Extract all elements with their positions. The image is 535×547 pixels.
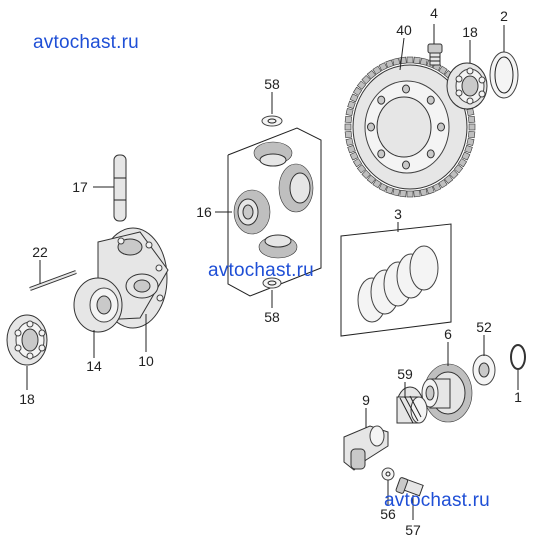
shim-pack bbox=[340, 223, 452, 337]
callout-3: 3 bbox=[394, 206, 402, 222]
callout-59: 59 bbox=[397, 366, 413, 382]
needle-bearing bbox=[396, 386, 428, 424]
driven-gear bbox=[421, 363, 473, 423]
callout-14: 14 bbox=[86, 358, 102, 374]
callout-16: 16 bbox=[196, 204, 212, 220]
leader-lines bbox=[26, 24, 519, 520]
callout-22: 22 bbox=[32, 244, 48, 260]
snap-ring bbox=[510, 344, 526, 370]
callout-57: 57 bbox=[405, 522, 421, 538]
bearing-top bbox=[446, 62, 488, 110]
callout-10: 10 bbox=[138, 353, 154, 369]
watermark-middle: avtochast.ru bbox=[208, 260, 314, 281]
callout-58-bottom: 58 bbox=[264, 309, 280, 325]
callout-labels: 4 2 40 18 58 17 16 3 22 58 14 10 18 6 52… bbox=[19, 5, 522, 538]
callout-52: 52 bbox=[476, 319, 492, 335]
callout-9: 9 bbox=[362, 392, 370, 408]
bearing-bottom bbox=[6, 314, 48, 366]
watermark-bottom: avtochast.ru bbox=[384, 490, 490, 511]
callout-40: 40 bbox=[396, 22, 412, 38]
pinion-shaft bbox=[113, 154, 127, 222]
callout-17: 17 bbox=[72, 179, 88, 195]
bolt-part bbox=[427, 43, 443, 66]
callout-56: 56 bbox=[380, 506, 396, 522]
thrust-washer bbox=[472, 354, 496, 386]
watermark-top: avtochast.ru bbox=[33, 32, 139, 53]
callout-18-bottom: 18 bbox=[19, 391, 35, 407]
fixing-bolt bbox=[395, 477, 424, 497]
small-washer bbox=[381, 467, 395, 481]
callout-18-top: 18 bbox=[462, 24, 478, 40]
callout-2: 2 bbox=[500, 8, 508, 24]
shim-ring bbox=[489, 51, 519, 99]
drive-shaft bbox=[343, 425, 389, 471]
callout-58-top: 58 bbox=[264, 76, 280, 92]
callout-6: 6 bbox=[444, 326, 452, 342]
diff-gear-set bbox=[227, 115, 322, 297]
callout-4: 4 bbox=[430, 5, 438, 21]
callout-1: 1 bbox=[514, 389, 522, 405]
lock-pin bbox=[29, 270, 77, 291]
differential-case bbox=[73, 227, 169, 333]
